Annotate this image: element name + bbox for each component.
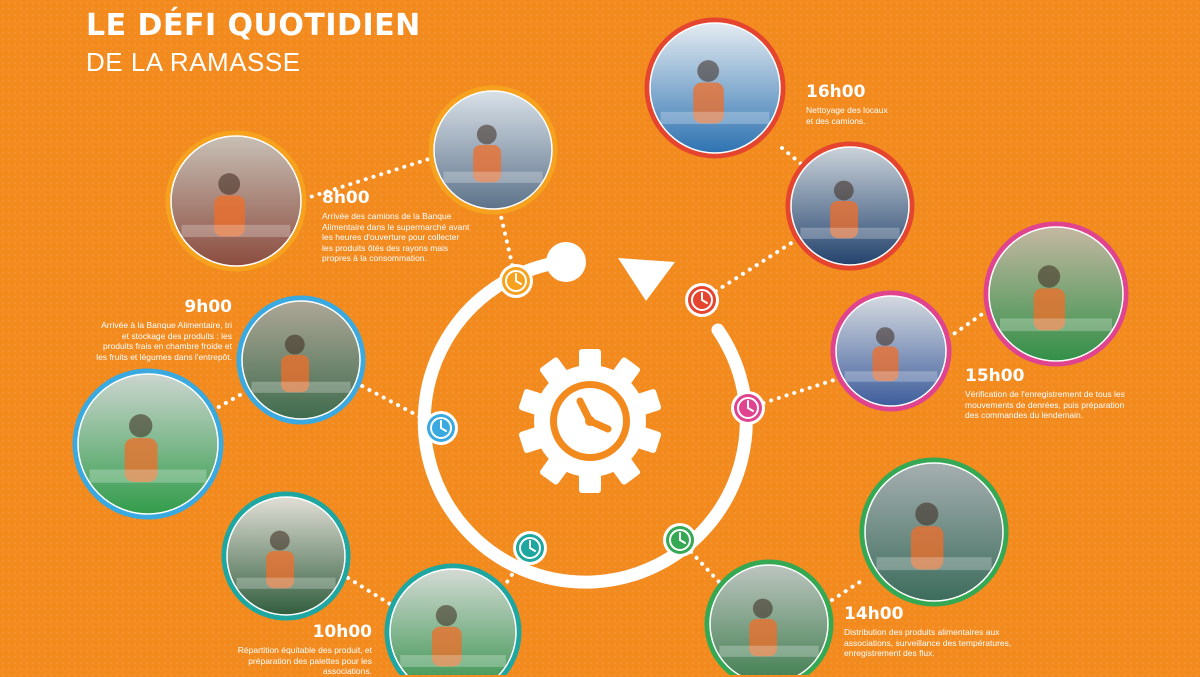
clock-icon-16h: [685, 283, 719, 317]
dotted-connector: [302, 156, 434, 201]
step-time: 14h00: [844, 604, 904, 624]
dotted-connector: [700, 238, 798, 302]
clock-icon-8h: [499, 264, 533, 298]
step-description: Répartition équitable des produit, et pr…: [237, 645, 372, 676]
step-16h: 16h00 Nettoyage des locaux et des camion…: [806, 82, 896, 126]
circular-arrow-icon: [618, 258, 675, 301]
dotted-connector: [346, 576, 392, 606]
green-crates-photo: [72, 368, 224, 520]
gear-clock-icon: [518, 349, 662, 493]
weighing-scale-photo: [384, 563, 522, 675]
step-9h: 9h00 Arrivée à la Banque Alimentaire, tr…: [92, 297, 232, 362]
photo-circles: [72, 17, 1129, 675]
woman-with-crates-photo: [165, 130, 307, 272]
title-main: LE DÉFI QUOTIDIEN: [86, 8, 421, 43]
clock-icon-14h: [663, 523, 697, 557]
step-time: 8h00: [322, 188, 370, 208]
warehouse-workers-photo: [236, 295, 366, 425]
clock-icon-10h: [513, 531, 547, 565]
metro-truck-photo: [428, 85, 558, 215]
floor-mopping-photo: [644, 17, 786, 159]
bin-cleaning-photo: [785, 141, 915, 271]
thermometer-scan-photo: [859, 457, 1009, 607]
step-15h: 15h00 Vérification de l'enregistrement d…: [965, 366, 1125, 421]
dotted-connector: [946, 308, 990, 340]
step-14h: 14h00 Distribution des produits alimenta…: [844, 604, 1014, 659]
step-description: Nettoyage des locaux et des camions.: [806, 105, 888, 126]
stacked-boxes-photo: [983, 221, 1129, 367]
paperwork-photo: [221, 491, 351, 621]
step-description: Arrivée des camions de la Banque Aliment…: [322, 211, 470, 263]
dotted-connector: [208, 393, 242, 414]
step-10h: 10h00 Répartition équitable des produit,…: [222, 622, 372, 677]
step-time: 9h00: [184, 297, 232, 317]
cycle-ring: [417, 242, 753, 589]
computer-worker-photo: [830, 290, 952, 412]
step-time: 10h00: [312, 622, 372, 642]
clock-markers: [424, 264, 765, 565]
step-8h: 8h00 Arrivée des camions de la Banque Al…: [322, 188, 472, 264]
title-sub: DE LA RAMASSE: [86, 47, 301, 77]
distribution-hall-photo: [704, 559, 834, 675]
step-description: Arrivée à la Banque Alimentaire, tri et …: [96, 320, 232, 362]
step-time: 15h00: [965, 366, 1025, 386]
clock-icon-15h: [731, 391, 765, 425]
step-description: Distribution des produits alimentaires a…: [844, 627, 1012, 658]
step-time: 16h00: [806, 82, 866, 102]
clock-icon-9h: [424, 411, 458, 445]
dotted-connector: [830, 576, 868, 602]
step-description: Vérification de l'enregistrement de tous…: [965, 389, 1125, 420]
cycle-start-knob: [546, 242, 586, 282]
